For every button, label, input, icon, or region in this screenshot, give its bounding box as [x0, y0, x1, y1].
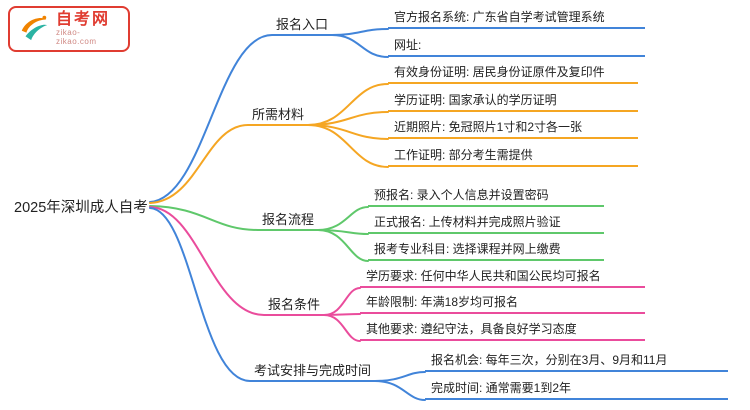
leaf-node: 学历要求: 任何中华人民共和国公民均可报名 — [360, 267, 645, 288]
branch4-connectors — [323, 287, 361, 342]
logo-site-name: 自考网 — [56, 11, 111, 29]
branch3-connectors — [317, 206, 369, 262]
leaf-node: 正式报名: 上传材料并完成照片验证 — [368, 213, 604, 234]
logo-site-domain: zikao-zikao.com — [56, 28, 97, 46]
branch-node-required-materials: 所需材料 — [248, 106, 308, 126]
branch-node-registration-conditions: 报名条件 — [264, 296, 324, 316]
zikao-logo-icon — [18, 11, 50, 48]
leaf-node: 近期照片: 免冠照片1寸和2寸各一张 — [388, 118, 638, 139]
leaf-node: 其他要求: 遵纪守法，具备良好学习态度 — [360, 320, 645, 341]
branch2-connectors — [307, 83, 389, 168]
branch-node-registration-process: 报名流程 — [258, 211, 318, 231]
leaf-node: 学历证明: 国家承认的学历证明 — [388, 91, 638, 112]
leaf-node: 官方报名系统: 广东省自学考试管理系统 — [388, 8, 645, 29]
leaf-node: 报考专业科目: 选择课程并网上缴费 — [368, 240, 604, 261]
root-connectors — [149, 34, 273, 382]
leaf-node: 有效身份证明: 居民身份证原件及复印件 — [388, 63, 638, 84]
root-node: 2025年深圳成人自考 — [14, 200, 148, 216]
branch-node-exam-schedule: 考试安排与完成时间 — [250, 362, 375, 382]
leaf-node: 完成时间: 通常需要1到2年 — [425, 379, 728, 400]
branch5-connectors — [374, 371, 426, 401]
site-logo: 自考网 zikao-zikao.com — [8, 6, 130, 52]
branch-node-registration-entry: 报名入口 — [272, 16, 332, 36]
leaf-node: 工作证明: 部分考生需提供 — [388, 146, 638, 167]
leaf-node: 年龄限制: 年满18岁均可报名 — [360, 293, 645, 314]
leaf-node: 预报名: 录入个人信息并设置密码 — [368, 186, 604, 207]
leaf-node: 报名机会: 每年三次，分别在3月、9月和11月 — [425, 351, 728, 372]
branch1-connectors — [331, 28, 389, 58]
leaf-node: 网址: — [388, 36, 645, 57]
